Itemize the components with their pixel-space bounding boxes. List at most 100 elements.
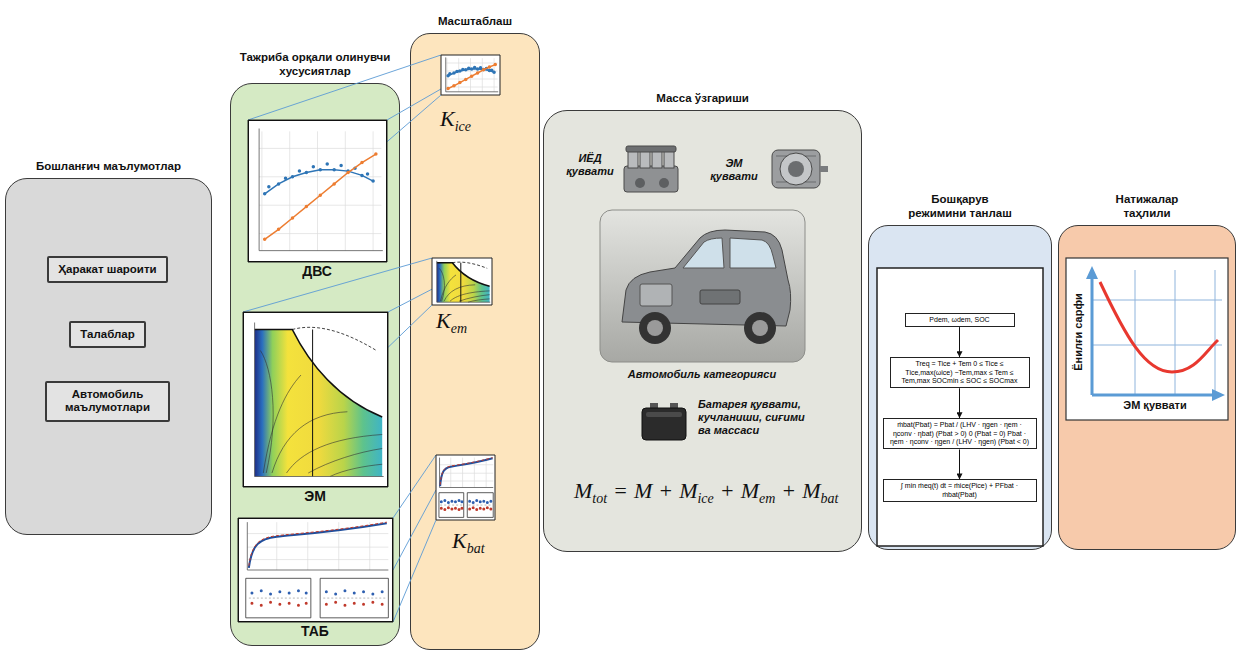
subscript: bat (821, 491, 839, 506)
part-label: ЭМ қуввати (703, 157, 765, 183)
stage-panel: Бошланғич маълумотларҲаракат шароитиТала… (5, 178, 212, 535)
panel-heading: Масса ўзгариши (553, 92, 853, 106)
battery-icon (642, 408, 686, 440)
flow-box: Pdem, ωdem, SOC (905, 313, 1015, 327)
engine-map-plot (248, 120, 387, 262)
panel-heading: Масштаблаш (411, 15, 539, 29)
panel-heading: Бошланғич маълумотлар (6, 160, 211, 174)
axis-label: ЭМ қуввати (1123, 399, 1186, 411)
subscript: bat (467, 541, 485, 556)
scale-factor: Kbat (452, 528, 485, 558)
mass-formula: M (741, 478, 759, 503)
panel-heading: Натижалар таҳлили (1092, 193, 1202, 221)
battery-icon (646, 412, 682, 417)
motor-icon (772, 150, 820, 188)
formula-text: Pdem, ωdem, SOC (910, 316, 1010, 324)
result-chart (1066, 258, 1228, 420)
part-label: ИЁД қуввати (560, 152, 620, 178)
scale-factor: K (440, 106, 455, 131)
car-illustration (683, 238, 724, 268)
engine-icon (628, 150, 638, 168)
motor-icon (820, 166, 828, 172)
result-chart (1100, 282, 1218, 372)
car-illustration (730, 238, 776, 268)
flowchart-frame (877, 268, 1043, 546)
input-box: Талаблар (69, 321, 145, 349)
part-label: ЭМ қуввати (710, 157, 757, 182)
car-illustration (600, 210, 805, 362)
engine-icon (624, 166, 678, 192)
engine-map-small (441, 55, 500, 95)
mass-formula: + (658, 478, 673, 503)
motor-icon (780, 153, 812, 185)
flow-box: Treq = Tice + Tem 0 ≤ Tice ≤ Tice,max(ωi… (890, 357, 1030, 388)
mass-formula: M (634, 478, 652, 503)
mass-formula: M (679, 478, 697, 503)
flow-arrow (959, 388, 960, 418)
car-illustration (640, 284, 672, 306)
stage-panel: Тажриба орқали олинувчи хусусиятларДВСЭМ… (230, 83, 400, 646)
panel-heading: Тажриба орқали олинувчи хусусиятлар (231, 51, 399, 79)
scale-factor: Kice (440, 106, 471, 136)
input-box: Ҳаракат шароити (47, 256, 167, 284)
axis-label: Ёнилғи сарфи (1072, 293, 1085, 371)
result-chart (1086, 266, 1225, 401)
subscript: em (759, 491, 775, 506)
scale-factor: Kem (436, 308, 467, 338)
part-label: ИЁД қуввати (566, 152, 613, 177)
result-chart (1092, 270, 1222, 395)
battery-plot-small (436, 455, 495, 520)
mass-formula: + (720, 478, 735, 503)
chart-frame: ТАБ (238, 518, 393, 622)
subscript: ice (697, 491, 713, 506)
chart-frame: ЭМ (243, 312, 388, 487)
mass-formula: M (802, 478, 820, 503)
chart-caption: ДВС (249, 263, 386, 280)
car-illustration (622, 230, 791, 326)
leader-line (248, 55, 500, 262)
result-chart (1092, 276, 1214, 395)
panel-heading: Бошқарув режимини танлаш (905, 193, 1015, 221)
chart-frame: ДВС (248, 120, 387, 262)
motor-icon (772, 150, 828, 188)
car-illustration (600, 210, 805, 362)
leader-line (393, 455, 436, 622)
car-illustration (752, 320, 768, 336)
part-label: Автомобиль категорияси (628, 368, 776, 380)
result-chart (1066, 258, 1228, 420)
mass-formula: + (781, 478, 796, 503)
box-text: Автомобиль маълумотлари (56, 388, 159, 416)
subscript: tot (592, 491, 607, 506)
flow-box: ṁbat(Pbat) = Pbat / (LHV · ηgen · ηem · … (883, 418, 1037, 449)
mass-formula: Mtot=M+Mice+Mem+Mbat (574, 478, 838, 508)
flow-arrow (959, 327, 960, 357)
subscript: em (451, 321, 467, 336)
chart-caption: ТАБ (239, 623, 392, 640)
car-illustration (700, 290, 740, 304)
engine-icon (640, 150, 650, 168)
battery-curve-plot (238, 518, 393, 622)
mass-formula: = (613, 478, 628, 503)
engine-icon (652, 150, 662, 168)
car-illustration (647, 320, 663, 336)
chart-caption: ЭМ (244, 488, 387, 505)
part-label: Батарея қуввати, кучланиши, сиғими ва ма… (698, 398, 820, 438)
battery-icon (642, 403, 686, 440)
engine-icon (659, 178, 669, 188)
engine-icon (626, 146, 676, 152)
formula-text: ṁbat(Pbat) = Pbat / (LHV · ηgen · ηem · … (888, 421, 1032, 446)
stage-panel: Масштаблаш (410, 33, 540, 650)
subscript: ice (455, 119, 471, 134)
scale-factor: K (452, 528, 467, 553)
formula-text: Treq = Tice + Tem 0 ≤ Tice ≤ Tice,max(ωi… (895, 360, 1025, 385)
motor-icon (788, 161, 804, 177)
axis-label: Ёнилғи сарфи (1072, 293, 1084, 371)
box-text: Талаблар (80, 328, 134, 342)
car-illustration (639, 312, 671, 344)
leader-line (243, 258, 492, 487)
motor-efficiency-map (243, 312, 388, 487)
